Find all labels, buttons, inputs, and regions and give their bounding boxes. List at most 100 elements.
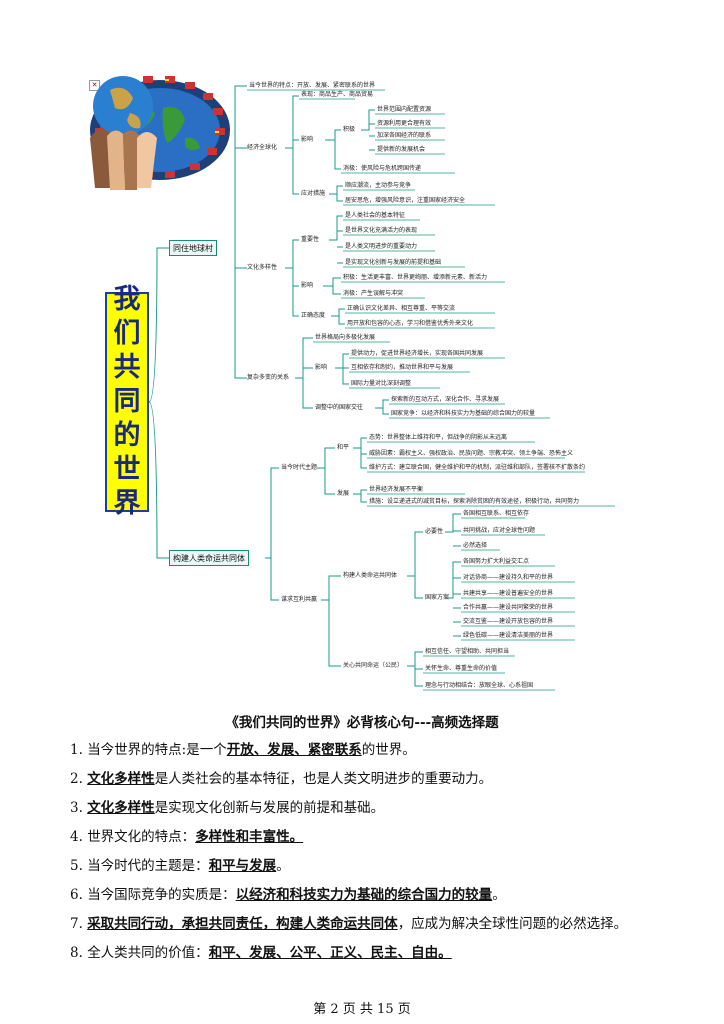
node: 是实现文化创新与发展的前提和基础 xyxy=(345,259,442,266)
item-text: 当今时代的主题是： xyxy=(87,858,209,874)
node: 提供新的发展机会 xyxy=(377,146,426,153)
item-number: 2. xyxy=(70,771,83,787)
title-char: 界 xyxy=(113,488,141,519)
node: 关怀生命、尊重生命的价值 xyxy=(425,665,498,672)
mind-map-title: 我 们 共 同 的 世 界 xyxy=(105,284,149,519)
node: 正确认识文化差异、相互尊重、平等交流 xyxy=(347,305,456,312)
list-item: 8. 全人类共同的价值：和平、发展、公平、正义、民主、自由。 xyxy=(70,941,710,961)
node: 提供动力，促进世界经济增长，实现各国共同发展 xyxy=(351,350,484,357)
node: 加深各国经济的联系 xyxy=(377,132,432,139)
item-text: 全人类共同的价值： xyxy=(87,945,209,961)
node: 互相依存和制约，推动世界和平与发展 xyxy=(351,364,454,371)
node: 谋求互利共赢 xyxy=(281,596,318,603)
node: 维护方式：建立联合国，健全维护和平的机制，派驻维和部队，签署核不扩散条约 xyxy=(369,464,586,471)
node: 文化多样性 xyxy=(247,264,278,271)
item-text: 。 xyxy=(492,887,506,903)
list-item: 5. 当今时代的主题是：和平与发展。 xyxy=(70,854,710,874)
node: 用开放和包容的心态，学习和借鉴优秀外来文化 xyxy=(347,320,474,327)
title-char: 同 xyxy=(113,386,141,417)
node: 是人类文明进步的重要动力 xyxy=(345,243,418,250)
item-number: 4. xyxy=(70,829,83,845)
item-keyword: 文化多样性 xyxy=(87,800,155,816)
node: 世界范围内配置资源 xyxy=(377,106,432,113)
list-item: 4. 世界文化的特点：多样性和丰富性。 xyxy=(70,825,710,845)
node: 绿色低碳——建设清洁美丽的世界 xyxy=(463,632,554,639)
node: 各国努力扩大利益交汇点 xyxy=(463,558,530,565)
node: 理念与行动相结合：放眼全球、心系祖国 xyxy=(425,682,534,689)
node: 必然选择 xyxy=(463,542,488,549)
node: 措施：设立递进式的减贫目标，探索消除贫困的有效途径，积极行动，共同努力 xyxy=(369,498,580,505)
node: 积极：生活更丰富、世界更绚丽、增添新元素、新活力 xyxy=(343,274,488,281)
item-number: 6. xyxy=(70,887,83,903)
node: 相互信任、守望相助、共同担当 xyxy=(425,648,510,655)
item-text: 当今世界的特点:是一个 xyxy=(87,742,227,758)
item-text: 当今国际竞争的实质是： xyxy=(87,887,236,903)
branch-community-of-shared-future: 构建人类命运共同体 xyxy=(169,550,249,566)
node: 合作共赢——建设共同繁荣的世界 xyxy=(463,604,554,611)
list-item: 6. 当今国际竞争的实质是：以经济和科技实力为基础的综合国力的较量。 xyxy=(70,883,710,903)
node: 和平 xyxy=(337,444,350,451)
node: 关心共同命运（公民） xyxy=(343,662,404,669)
item-keyword: 和平、发展、公平、正义、民主、自由。 xyxy=(208,945,452,961)
item-keyword: 开放、发展、紧密联系 xyxy=(226,742,362,758)
item-keyword: 和平与发展 xyxy=(208,858,277,874)
node: 探索新的互动方式，深化合作、寻求发展 xyxy=(391,396,500,403)
node: 影响 xyxy=(301,136,314,143)
node: 调整中的国家交往 xyxy=(315,404,364,411)
item-text: 是人类社会的基本特征，也是人类文明进步的重要动力。 xyxy=(154,771,493,787)
node: 各国相互联系、相互依存 xyxy=(463,510,530,517)
item-keyword: 采取共同行动，承担共同责任，构建人类命运共同体 xyxy=(87,916,398,932)
node: 积极 xyxy=(343,126,356,133)
node: 世界经济发展不平衡 xyxy=(369,486,424,493)
item-text: 是实现文化创新与发展的前提和基础。 xyxy=(154,800,385,816)
node: 表现：商品生产、商品贸易 xyxy=(301,91,374,98)
item-text: 。 xyxy=(276,858,290,874)
node: 共建共享——建设普遍安全的世界 xyxy=(463,590,554,597)
item-number: 3. xyxy=(70,800,83,816)
node: 正确态度 xyxy=(301,312,326,319)
item-text: ，应成为解决全球性问题的必然选择。 xyxy=(397,916,628,932)
node: 对话协商——建设持久和平的世界 xyxy=(463,574,554,581)
section-heading: 《我们共同的世界》必背核心句---高频选择题 xyxy=(225,715,499,731)
node: 国家竞争：以经济和科技实力为基础的综合国力的较量 xyxy=(391,410,536,417)
item-number: 8. xyxy=(70,945,83,961)
node: 消极：使风险与危机跨国传递 xyxy=(343,165,422,172)
node: 是世界文化充满活力的表现 xyxy=(345,227,418,234)
item-number: 7. xyxy=(70,916,83,932)
node: 影响 xyxy=(315,364,328,371)
node: 世界格局向多极化发展 xyxy=(315,334,376,341)
node: 共同挑战，应对全球性问题 xyxy=(463,527,536,534)
node: 当今时代主题 xyxy=(281,464,318,471)
node: 国际力量对比深刻调整 xyxy=(351,380,412,387)
branch-global-village: 同住地球村 xyxy=(169,240,217,256)
item-text: 世界文化的特点： xyxy=(87,829,196,845)
node: 经济全球化 xyxy=(247,144,278,151)
node: 顺应潮流，主动参与竞争 xyxy=(345,182,412,189)
item-keyword: 以经济和科技实力为基础的综合国力的较量 xyxy=(235,887,493,903)
item-number: 5. xyxy=(70,858,83,874)
list-item: 3. 文化多样性是实现文化创新与发展的前提和基础。 xyxy=(70,796,710,816)
node: 必要性 xyxy=(425,528,444,535)
item-number: 1. xyxy=(70,742,83,758)
list-item: 1. 当今世界的特点:是一个开放、发展、紧密联系的世界。 xyxy=(70,738,710,758)
node: 重要性 xyxy=(301,236,320,243)
item-keyword: 文化多样性 xyxy=(87,771,155,787)
broken-image-icon: ✕ xyxy=(89,80,100,91)
page-footer: 第 2 页 共 15 页 xyxy=(313,1002,411,1017)
node: 是人类社会的基本特征 xyxy=(345,212,406,219)
list-item: 2. 文化多样性是人类社会的基本特征，也是人类文明进步的重要动力。 xyxy=(70,767,710,787)
node: 构建人类命运共同体 xyxy=(343,572,398,579)
node: 应对措施 xyxy=(301,190,326,197)
node: 威胁因素：霸权主义、强权政治、民族问题、宗教冲突、领土争端、恐怖主义 xyxy=(369,450,574,457)
list-item: 7. 采取共同行动，承担共同责任，构建人类命运共同体，应成为解决全球性问题的必然… xyxy=(70,912,710,932)
node: 当今世界的特点：开放、发展、紧密联系的世界 xyxy=(249,82,376,89)
title-char: 共 xyxy=(113,352,141,383)
item-keyword: 多样性和丰富性。 xyxy=(195,829,304,845)
node: 消极：产生误解与冲突 xyxy=(343,290,404,297)
mind-map-connectors xyxy=(148,85,615,691)
node: 影响 xyxy=(301,282,314,289)
title-char: 的 xyxy=(113,420,141,451)
hands-holding-globe-image xyxy=(90,76,157,190)
title-char: 我 xyxy=(113,284,141,315)
